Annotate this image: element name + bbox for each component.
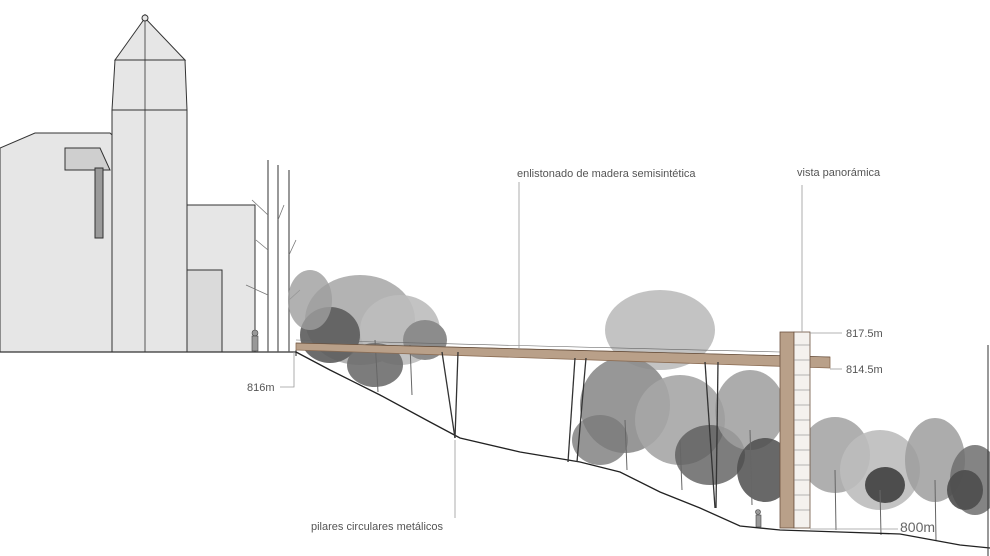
town-buildings <box>0 14 256 353</box>
elevation-deck: 814.5m <box>846 364 883 376</box>
label-decking: enlistonado de madera semisintética <box>517 168 696 180</box>
tall-bare-trees <box>245 160 301 352</box>
tree-trunks <box>374 339 937 541</box>
house-chimney <box>94 167 104 239</box>
human-figure-lower <box>755 509 762 528</box>
tree-masses <box>288 270 990 515</box>
human-figure-upper <box>251 329 259 352</box>
walkway-railing <box>295 339 781 353</box>
church-cross <box>141 14 149 22</box>
church-spire-base <box>111 59 188 111</box>
house-right-low <box>186 269 223 353</box>
label-viewpoint: vista panorámica <box>797 167 881 179</box>
metal-pillars <box>441 351 719 509</box>
house-roof-shadow <box>64 147 111 171</box>
elevation-entrance: 816m <box>247 382 275 394</box>
elevation-valley: 800m <box>900 519 935 535</box>
elevation-tower-top: 817.5m <box>846 328 883 340</box>
church-spire <box>114 17 187 61</box>
label-pillars: pilares circulares metálicos <box>311 521 444 533</box>
terrain-profile <box>295 351 990 549</box>
church-tower <box>111 109 188 353</box>
viewing-tower <box>779 185 811 529</box>
walkway-deck <box>295 342 831 369</box>
leader-lines <box>280 182 898 530</box>
